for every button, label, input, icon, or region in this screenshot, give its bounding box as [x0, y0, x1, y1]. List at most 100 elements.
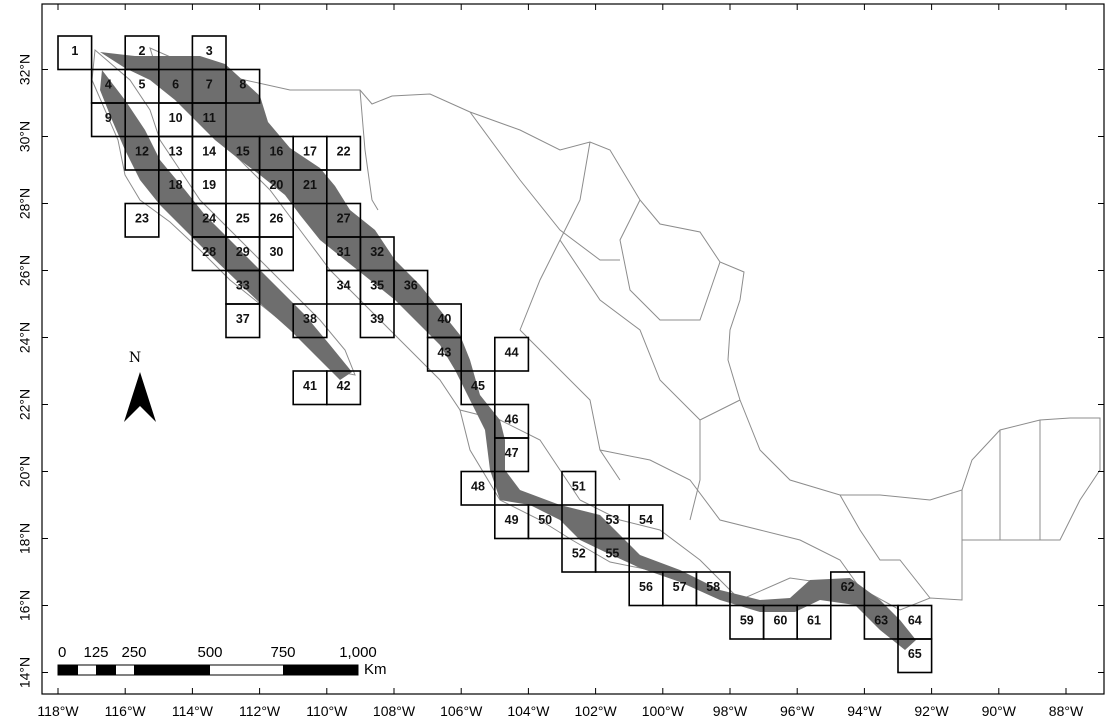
grid-cell-label-26: 26 [269, 212, 283, 226]
x-tick-label: 112°W [239, 703, 281, 719]
scale-bar-label: 250 [121, 644, 146, 661]
grid-cell-label-19: 19 [202, 178, 216, 192]
grid-cell-label-20: 20 [269, 178, 283, 192]
x-tick-label: 94°W [847, 703, 882, 719]
grid-cell-label-15: 15 [236, 145, 250, 159]
grid-cell-label-51: 51 [572, 480, 586, 494]
y-tick-label: 24°N [17, 322, 33, 353]
grid-cell-label-17: 17 [303, 145, 317, 159]
grid-cell-65 [897, 638, 933, 674]
grid-cell-label-28: 28 [202, 245, 216, 259]
grid-cell-label-22: 22 [337, 145, 351, 159]
grid-cell-label-64: 64 [908, 614, 922, 628]
x-tick-label: 90°W [982, 703, 1017, 719]
grid-cell-label-21: 21 [303, 178, 317, 192]
scale-bar-label: 500 [197, 644, 222, 661]
y-tick-label: 32°N [17, 54, 33, 85]
grid-cell-label-18: 18 [169, 178, 183, 192]
grid-cell-label-48: 48 [471, 480, 485, 494]
y-tick-label: 30°N [17, 121, 33, 152]
pacific-coastal-band [100, 52, 916, 650]
grid-cell-label-13: 13 [169, 145, 183, 159]
x-tick-label: 110°W [306, 703, 348, 719]
scale-bar-label: 750 [270, 644, 295, 661]
grid-cell-label-40: 40 [437, 312, 451, 326]
grid-cell-label-38: 38 [303, 312, 317, 326]
grid-cell-label-57: 57 [673, 580, 687, 594]
grid-cell-label-34: 34 [337, 279, 351, 293]
grid-cell-label-62: 62 [841, 580, 855, 594]
grid-cell-55 [594, 537, 630, 573]
grid-cell-label-46: 46 [505, 413, 519, 427]
grid-cell-51 [561, 470, 597, 506]
x-tick-label: 106°W [440, 703, 483, 719]
grid-cell-36 [393, 269, 429, 305]
y-tick-label: 26°N [17, 255, 33, 286]
grid-cell-label-50: 50 [538, 513, 552, 527]
grid-cell-30 [258, 236, 295, 272]
grid-cell-38 [292, 303, 328, 339]
grid-cell-label-24: 24 [202, 212, 216, 226]
scale-bar-label: 0 [58, 644, 66, 661]
grid-cell-label-39: 39 [370, 312, 384, 326]
grid-cell-label-54: 54 [639, 513, 653, 527]
shaded-zone [100, 52, 916, 650]
grid-cell-label-55: 55 [605, 547, 619, 561]
x-tick-label: 96°W [780, 703, 815, 719]
grid-cell-label-36: 36 [404, 279, 418, 293]
x-tick-label: 88°W [1049, 703, 1084, 719]
grid-cell-label-43: 43 [437, 346, 451, 360]
grid-cell-label-27: 27 [337, 212, 351, 226]
scale-seg-3 [134, 665, 210, 675]
x-tick-label: 116°W [105, 703, 147, 719]
baja-coastal-band [100, 70, 352, 380]
grid-cell-50 [527, 504, 563, 540]
x-tick-label: 114°W [172, 703, 214, 719]
grid-cell-label-65: 65 [908, 647, 922, 661]
grid-cell-label-63: 63 [874, 614, 888, 628]
grid-cell-label-59: 59 [740, 614, 754, 628]
grid-cell-label-25: 25 [236, 212, 250, 226]
grid-cell-37 [225, 303, 261, 339]
x-tick-label: 104°W [507, 703, 550, 719]
grid-cell-label-31: 31 [337, 245, 351, 259]
grid-cell-1 [57, 35, 93, 71]
grid-cell-58 [695, 571, 731, 607]
grid-cell-8 [225, 68, 261, 104]
grid-cell-label-41: 41 [303, 379, 317, 393]
grid-cell-label-53: 53 [605, 513, 619, 527]
y-tick-label: 16°N [17, 590, 33, 621]
grid-cell-label-52: 52 [572, 547, 586, 561]
grid-cell-label-7: 7 [206, 78, 213, 92]
state-lines [359, 89, 1041, 601]
grid-cell-47 [493, 437, 530, 473]
y-tick-label: 14°N [17, 657, 33, 688]
x-tick-label: 100°W [642, 703, 685, 719]
grid-cell-label-1: 1 [71, 44, 78, 58]
scale-seg-1 [58, 665, 78, 675]
grid-cell-label-32: 32 [370, 245, 384, 259]
grid-cell-39 [359, 303, 395, 339]
y-tick-label: 20°N [17, 456, 33, 487]
grid-cell-label-47: 47 [505, 446, 519, 460]
scale-unit: Km [364, 661, 387, 678]
grid-cell-48 [460, 470, 496, 506]
country-outline [91, 47, 1101, 611]
scale-seg-4 [283, 665, 358, 675]
grid-cell-label-60: 60 [773, 614, 787, 628]
grid-cell-43 [426, 336, 463, 372]
scale-bar-label: 125 [83, 644, 108, 661]
grid-cell-label-58: 58 [706, 580, 720, 594]
grid-cell-label-61: 61 [807, 614, 821, 628]
grid-cell-61 [796, 604, 832, 640]
x-tick-label: 102°W [575, 703, 618, 719]
grid-cell-label-3: 3 [206, 44, 213, 58]
grid-cell-label-14: 14 [202, 145, 216, 159]
grid-cell-label-35: 35 [370, 279, 384, 293]
grid-cell-label-23: 23 [135, 212, 149, 226]
grid-cell-label-8: 8 [239, 78, 246, 92]
x-tick-label: 98°W [713, 703, 748, 719]
scale-bar-label: 1,000 [339, 644, 377, 661]
grid-cell-9 [90, 102, 126, 138]
